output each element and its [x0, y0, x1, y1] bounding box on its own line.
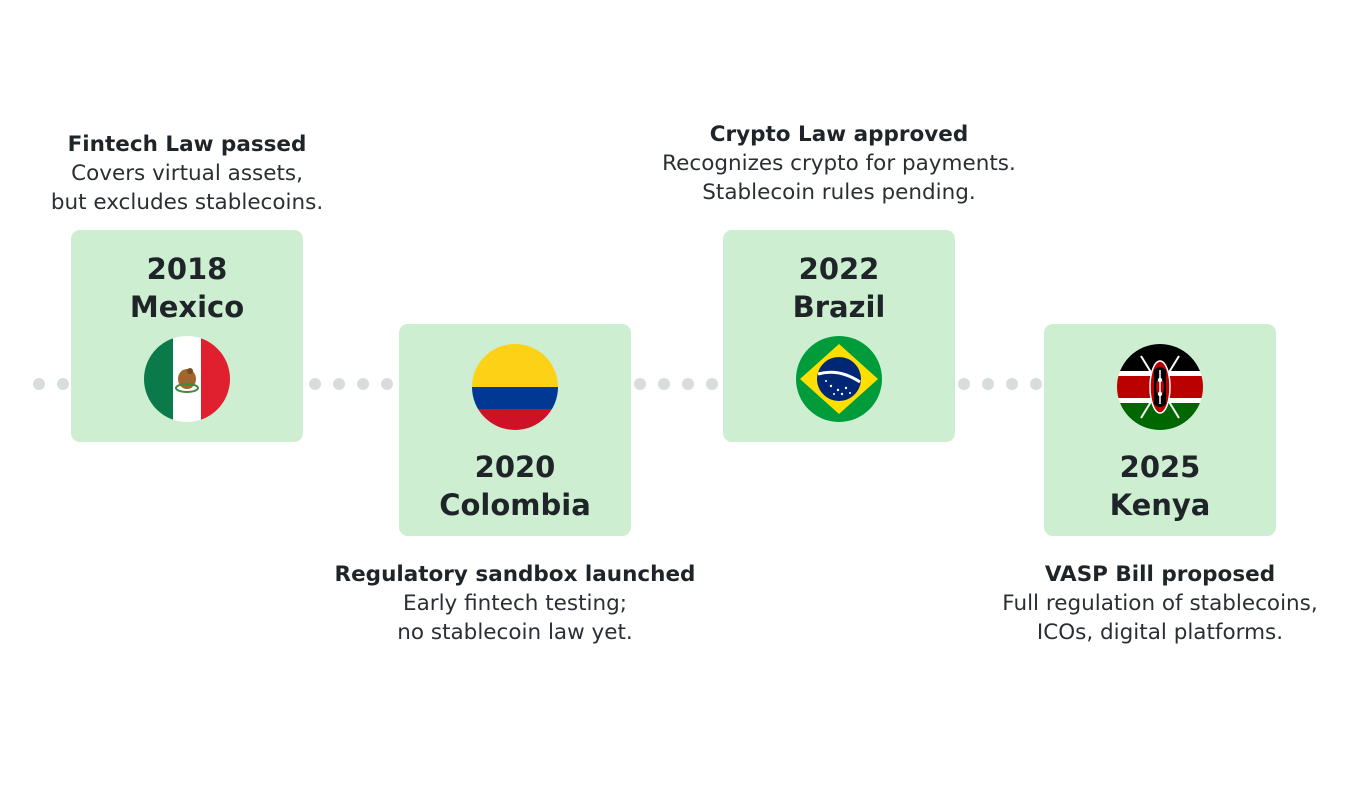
- connector-dot: [1006, 378, 1018, 390]
- connector-dot: [33, 378, 45, 390]
- milestone-headline: Fintech Law passed: [67, 132, 307, 157]
- connector-dot: [982, 378, 994, 390]
- connector-dot: [1030, 378, 1042, 390]
- milestone-detail: no stablecoin law yet.: [397, 620, 633, 645]
- milestone-headline: VASP Bill proposed: [1044, 562, 1276, 587]
- timeline-connector: [309, 378, 393, 390]
- milestone-year: 2025: [1119, 450, 1201, 484]
- milestone-card-kenya: 2025 Kenya: [1044, 324, 1276, 536]
- milestone-description: Crypto Law approved Recognizes crypto fo…: [639, 120, 1039, 207]
- brazil-flag-icon: [796, 336, 882, 422]
- milestone-detail: Covers virtual assets,: [71, 161, 303, 186]
- milestone-year: 2022: [798, 252, 880, 286]
- connector-dot: [658, 378, 670, 390]
- connector-dot: [682, 378, 694, 390]
- kenya-flag-icon: [1117, 344, 1203, 430]
- milestone-card-mexico: 2018 Mexico: [71, 230, 303, 442]
- milestone-description: Regulatory sandbox launched Early fintec…: [325, 560, 705, 647]
- colombia-flag-icon: [472, 344, 558, 430]
- connector-dot: [381, 378, 393, 390]
- milestone-detail: Recognizes crypto for payments.: [662, 151, 1016, 176]
- milestone-detail: Early fintech testing;: [402, 591, 628, 616]
- connector-dot: [958, 378, 970, 390]
- milestone-headline: Crypto Law approved: [709, 122, 969, 147]
- milestone-detail: ICOs, digital platforms.: [1036, 620, 1284, 645]
- milestone-country: Kenya: [1109, 488, 1211, 522]
- connector-dot: [357, 378, 369, 390]
- milestone-headline: Regulatory sandbox launched: [334, 562, 696, 587]
- timeline-connector: [634, 378, 718, 390]
- milestone-detail: Full regulation of stablecoins,: [1002, 591, 1318, 616]
- timeline-connector: [958, 378, 1042, 390]
- milestone-detail: Stablecoin rules pending.: [702, 180, 976, 205]
- milestone-card-brazil: 2022 Brazil: [723, 230, 955, 442]
- milestone-card-colombia: 2020 Colombia: [399, 324, 631, 536]
- milestone-description: VASP Bill proposed Full regulation of st…: [975, 560, 1345, 647]
- connector-dot: [634, 378, 646, 390]
- milestone-year: 2020: [474, 450, 556, 484]
- connector-dot: [706, 378, 718, 390]
- milestone-detail: but excludes stablecoins.: [50, 190, 324, 215]
- connector-dot: [309, 378, 321, 390]
- milestone-year: 2018: [146, 252, 228, 286]
- mexico-flag-icon: [144, 336, 230, 422]
- milestone-country: Colombia: [439, 488, 591, 522]
- connector-dot: [333, 378, 345, 390]
- milestone-country: Mexico: [129, 290, 245, 324]
- milestone-description: Fintech Law passed Covers virtual assets…: [37, 130, 337, 217]
- connector-dot: [57, 378, 69, 390]
- milestone-country: Brazil: [792, 290, 886, 324]
- timeline-connector: [33, 378, 69, 390]
